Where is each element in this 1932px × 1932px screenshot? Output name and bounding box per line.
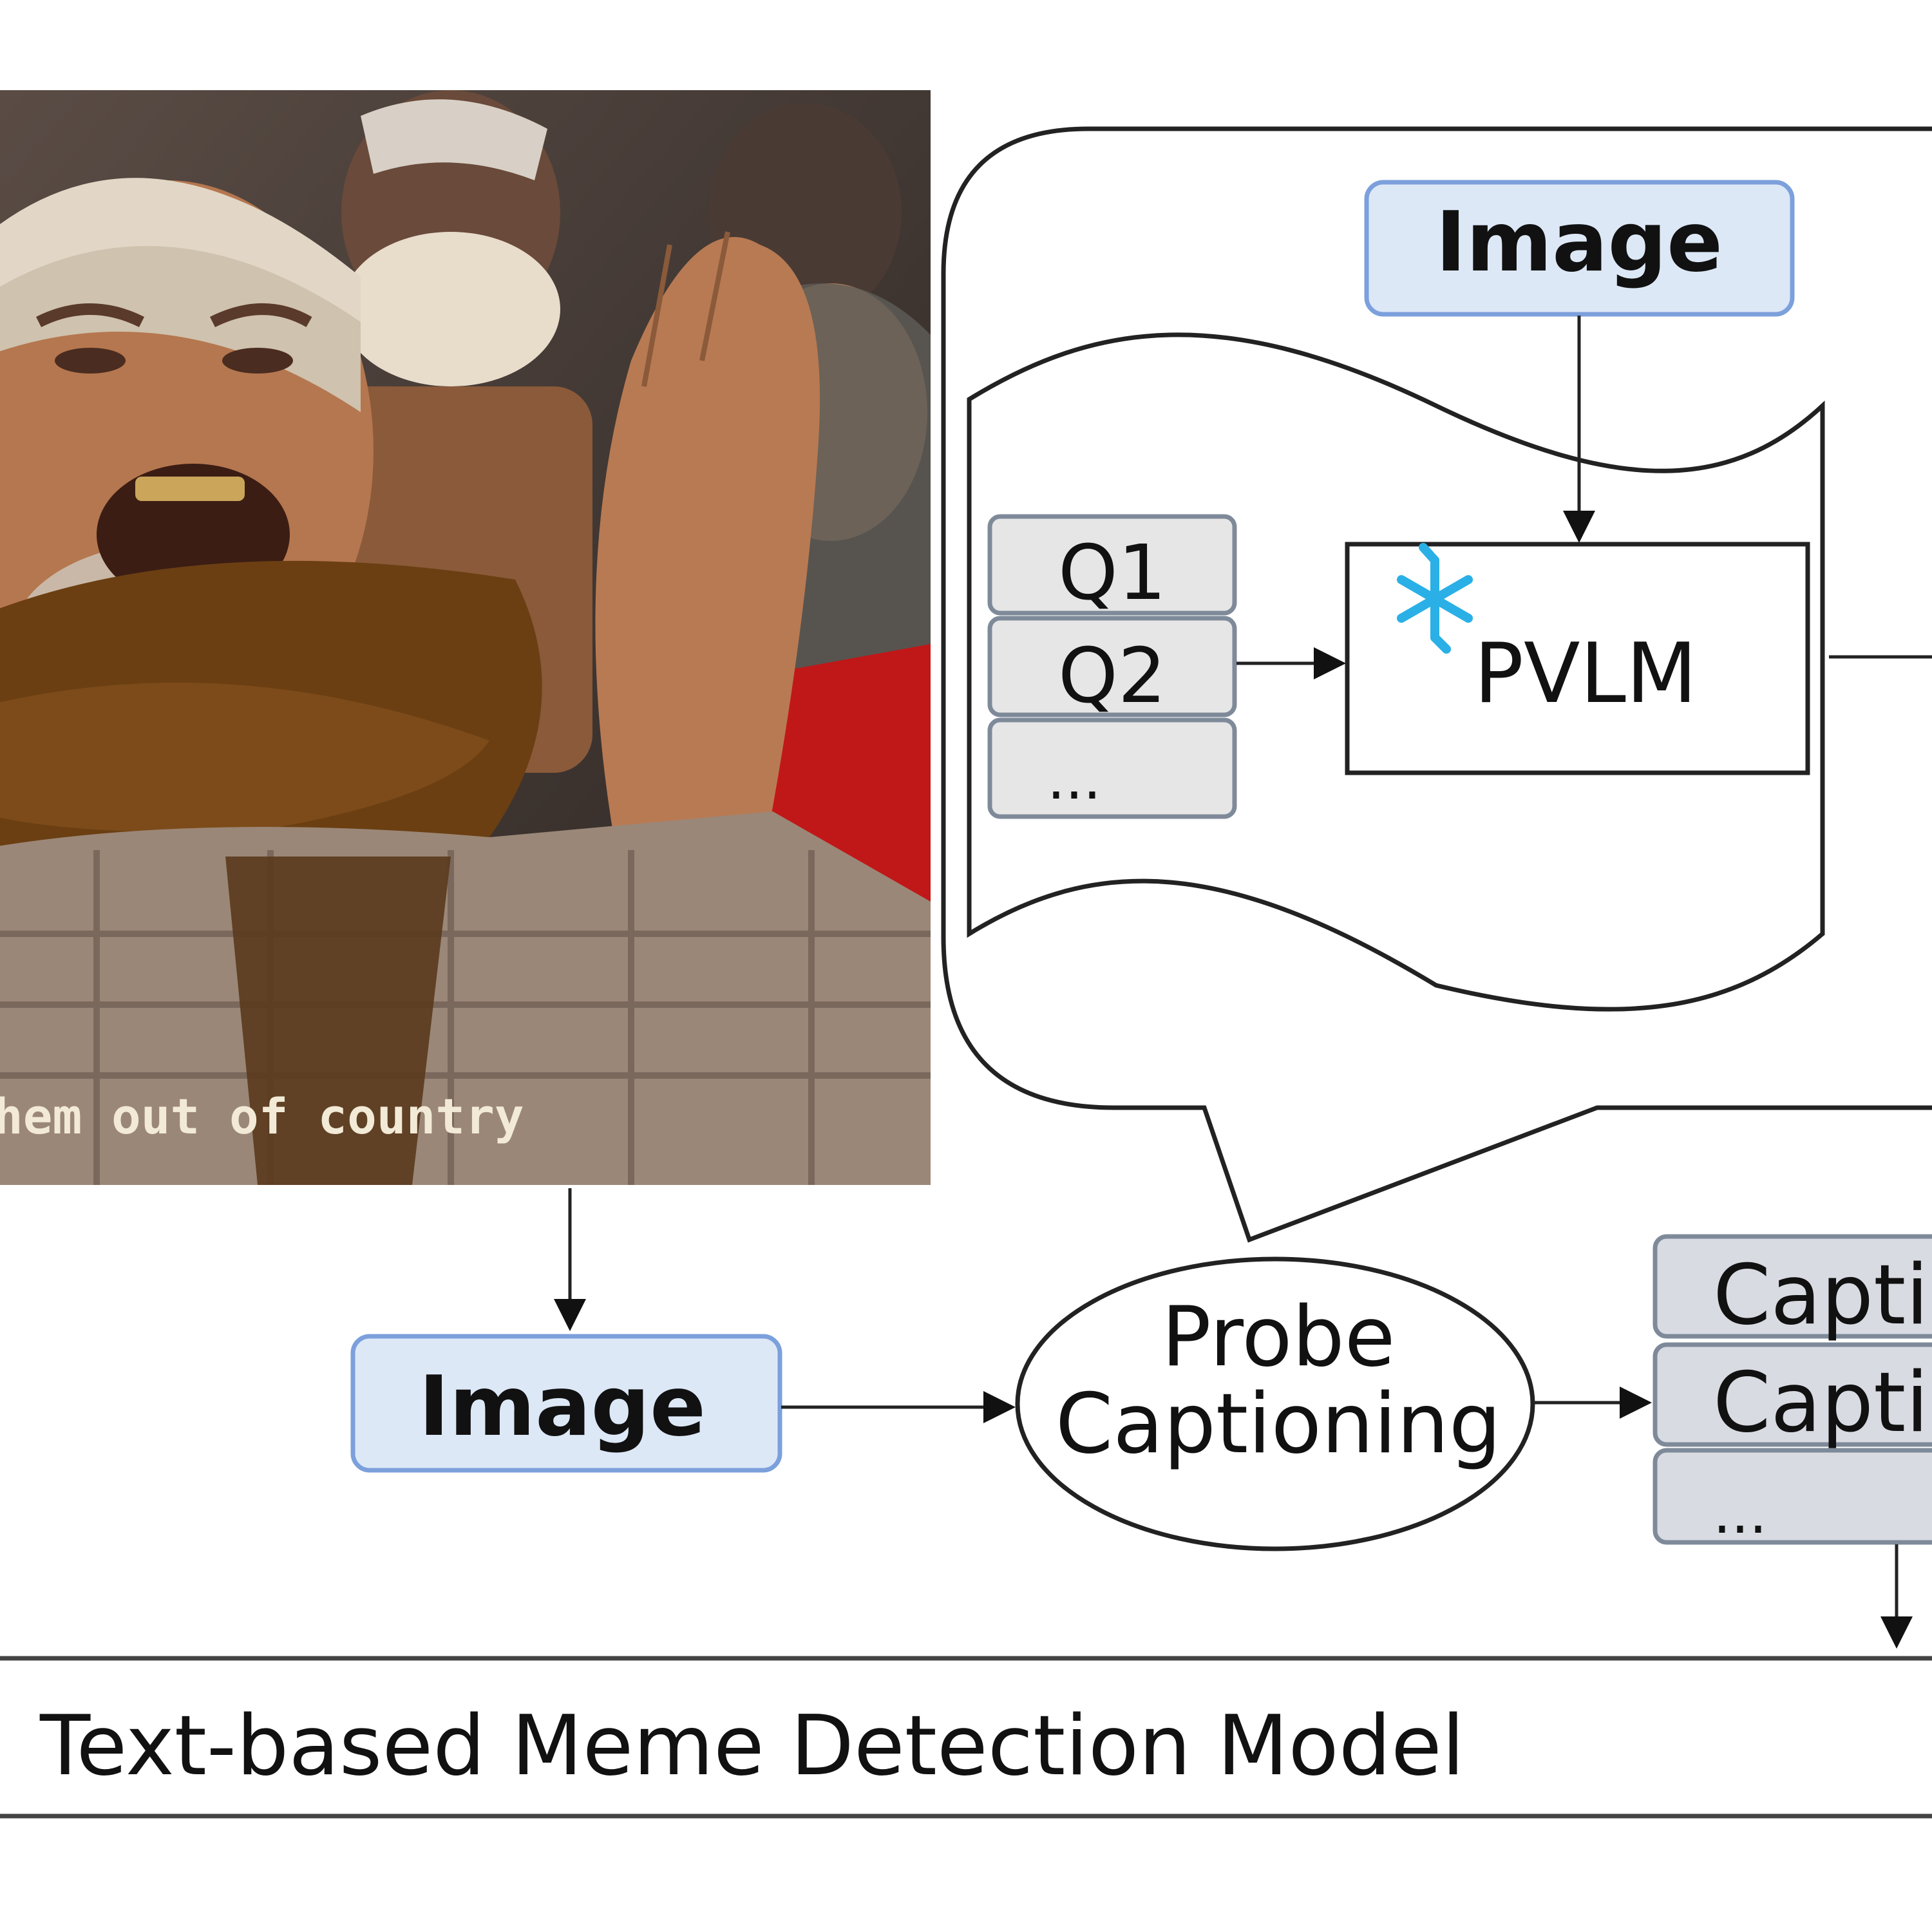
captioning-label: Captioning [1056, 1376, 1501, 1472]
caption-item-1-label: Capti [1713, 1247, 1929, 1343]
pvlm-label: PVLM [1474, 626, 1698, 722]
snowflake-icon [1397, 543, 1473, 654]
probe-captioning-node [1015, 1256, 1535, 1551]
pipeline-image-box [350, 1334, 782, 1473]
pvlm-banner [967, 332, 1825, 1012]
meme-overlay-text: hem out of country [0, 1088, 524, 1145]
caption-item-2 [1653, 1342, 1932, 1447]
question-q1 [987, 514, 1237, 616]
callout-image-box [1364, 180, 1795, 317]
caption-item-2-label: Capti [1713, 1355, 1929, 1451]
pipeline-image-label: Image [419, 1359, 706, 1455]
question-stack: Q1 Q2 ... [987, 514, 1237, 819]
question-q2 [987, 616, 1237, 717]
caption-item-1 [1653, 1234, 1932, 1339]
pvlm-box [1345, 542, 1810, 775]
caption-item-more-label: ... [1713, 1480, 1767, 1546]
question-q1-label: Q1 [1058, 528, 1166, 617]
meme-photo: hem out of country [0, 90, 931, 1185]
question-more-label: ... [1047, 746, 1101, 812]
question-more [987, 717, 1237, 819]
callout-bubble [941, 126, 1932, 1243]
detector-label: Text-based Meme Detection Model [39, 1698, 1464, 1794]
callout-image-label: Image [1435, 194, 1723, 290]
question-q2-label: Q2 [1058, 631, 1166, 720]
caption-stack: Capti Capti ... [1653, 1234, 1932, 1546]
caption-item-more [1653, 1448, 1932, 1545]
probe-label: Probe [1161, 1289, 1395, 1385]
